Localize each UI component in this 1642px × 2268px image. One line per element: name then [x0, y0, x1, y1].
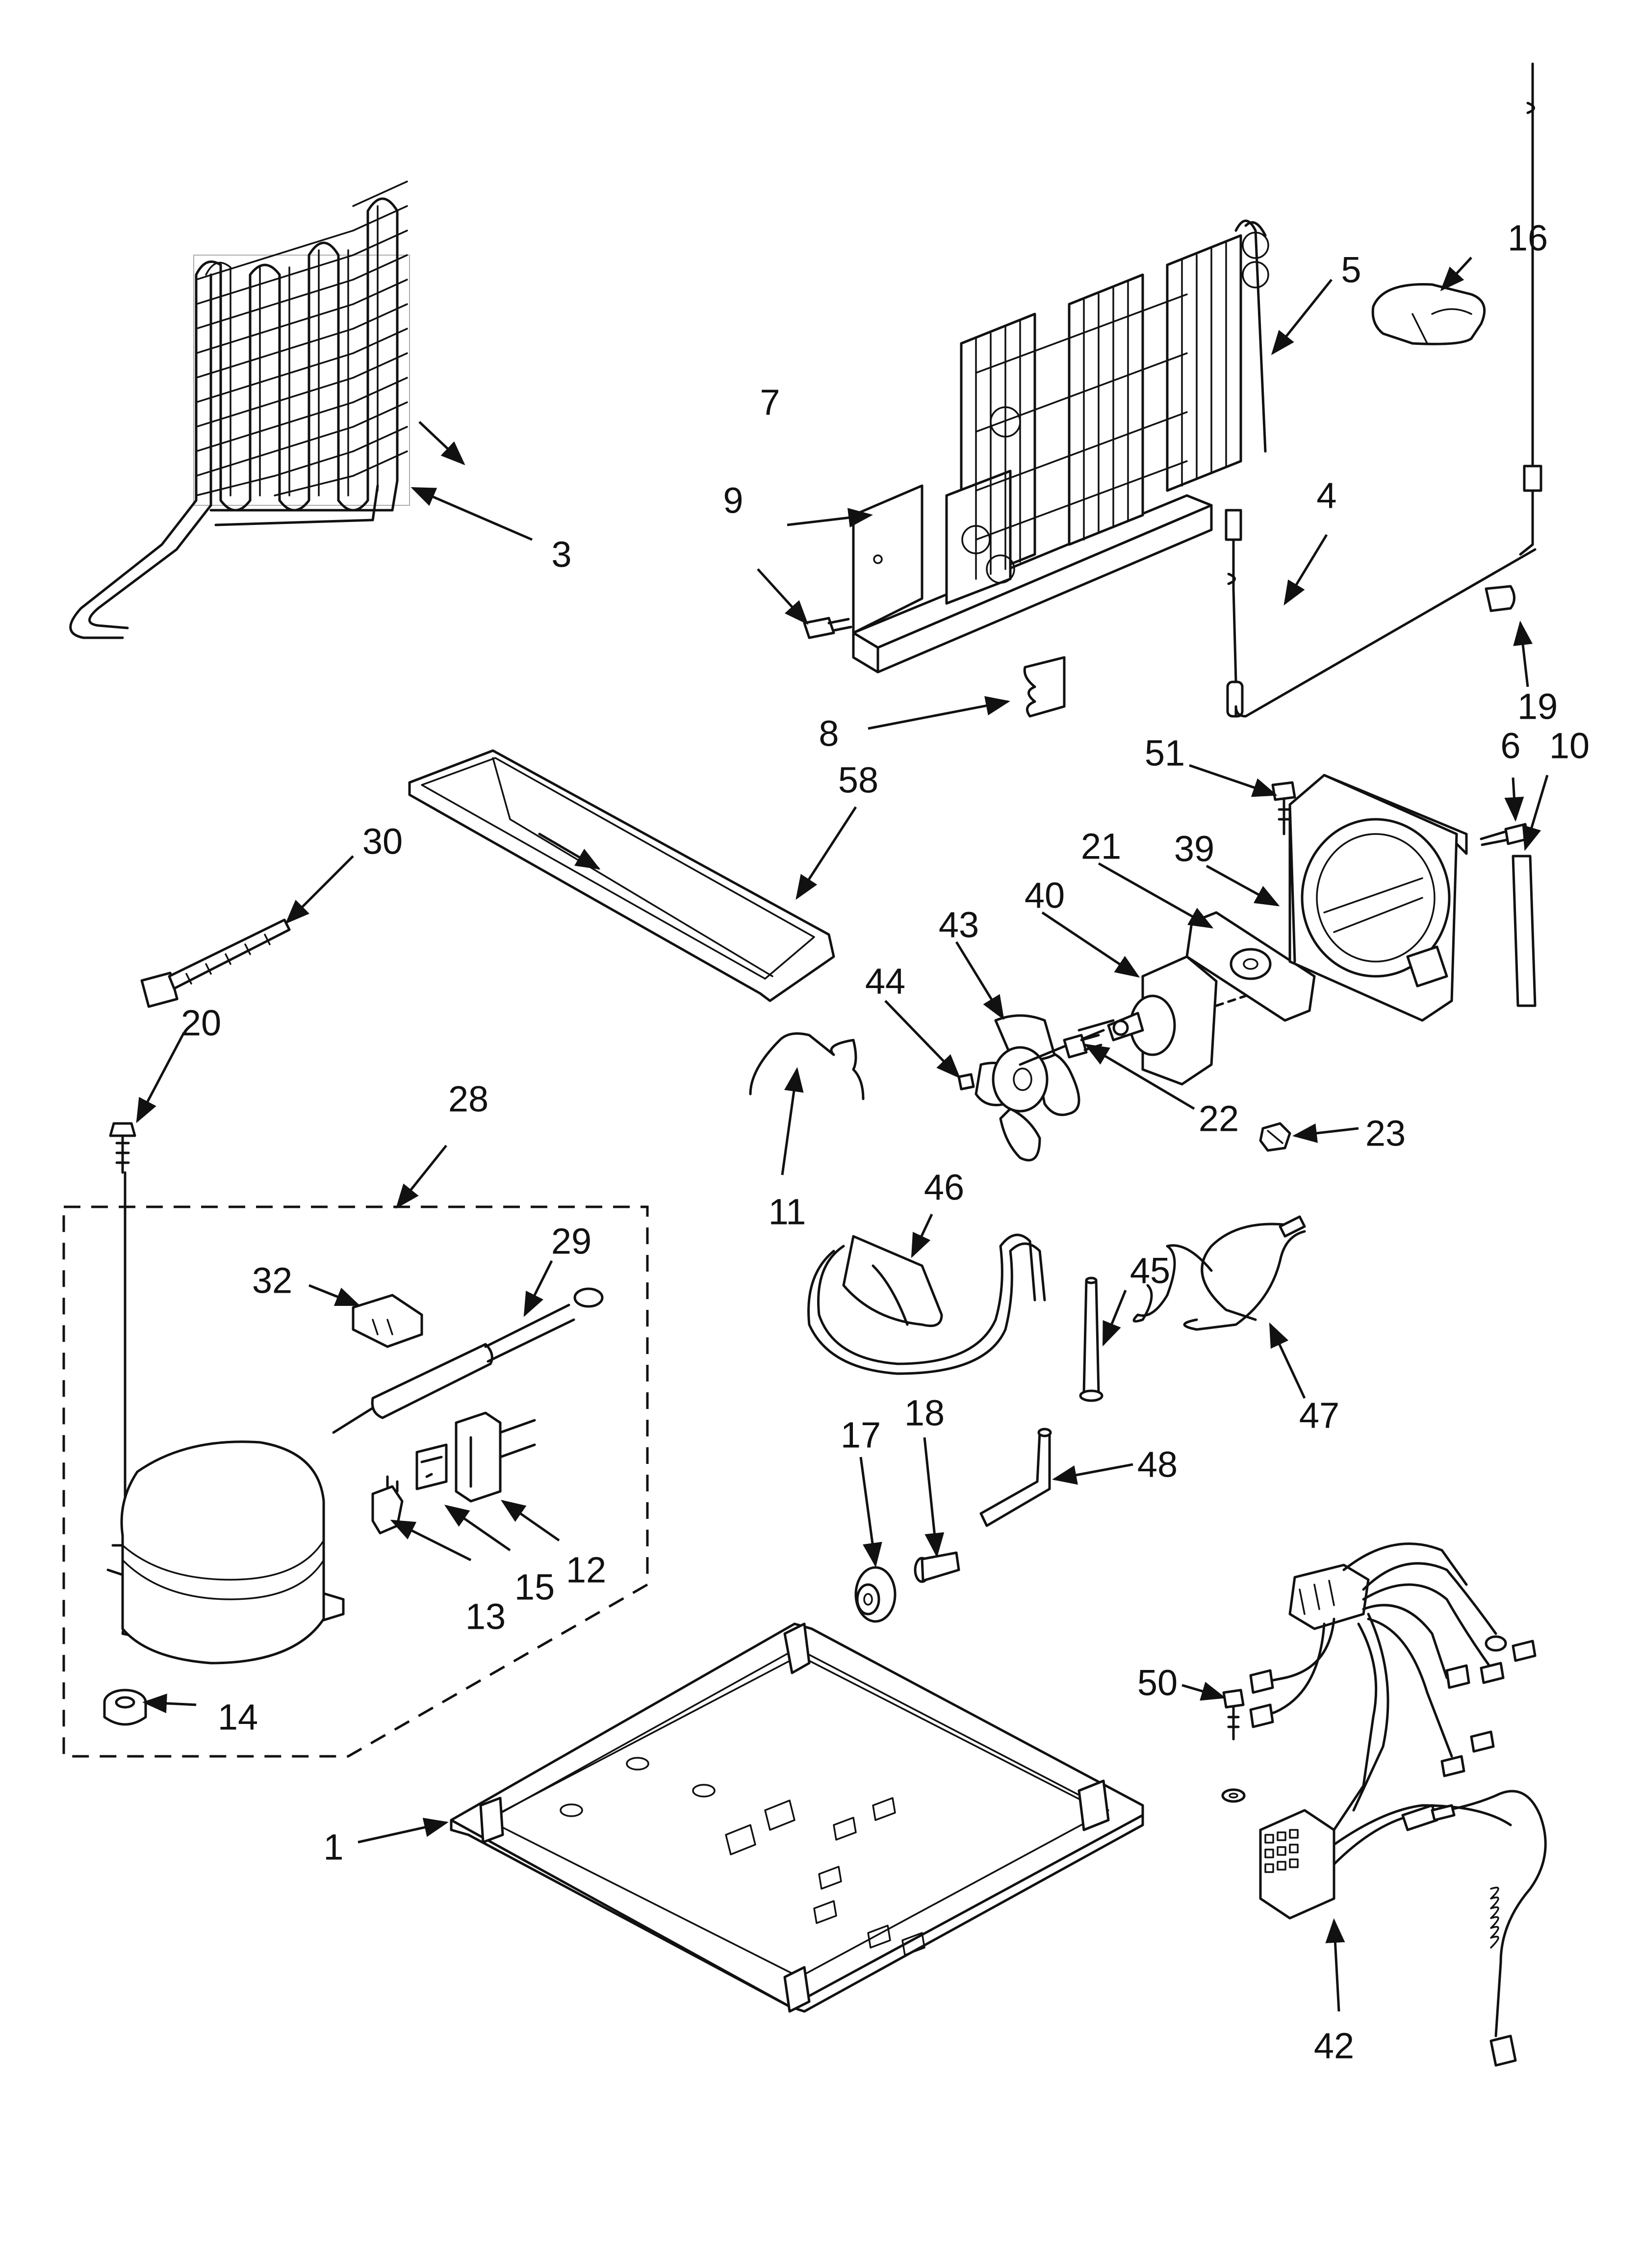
part-label-1: 1	[323, 1827, 343, 1868]
thermistor-4	[1225, 509, 1537, 718]
part-label-40: 40	[1025, 875, 1065, 916]
part-label-11: 11	[769, 1192, 806, 1232]
tube-48	[979, 1431, 1051, 1527]
leader-lines	[136, 257, 1549, 2012]
fan-motor-40	[1078, 955, 1218, 1086]
wire-harness-42	[1249, 1542, 1547, 2067]
motor-plate-21	[1185, 911, 1316, 1022]
evaporator	[852, 219, 1269, 674]
hose-47	[1132, 1215, 1306, 1331]
part-label-15: 15	[514, 1567, 555, 1608]
grommet-14	[103, 1689, 147, 1726]
drain-trough-58	[408, 749, 835, 1002]
part-label-44: 44	[865, 961, 905, 1002]
part-label-5: 5	[1341, 250, 1361, 290]
screw-20	[109, 1122, 136, 1174]
part-label-21: 21	[1081, 826, 1121, 867]
part-label-23: 23	[1365, 1113, 1406, 1154]
clip-8	[1023, 656, 1066, 718]
condenser-coil	[69, 181, 410, 639]
part-label-14: 14	[218, 1697, 258, 1738]
part-label-29: 29	[551, 1221, 591, 1262]
fan-blade-43	[975, 1014, 1105, 1162]
part-label-39: 39	[1174, 829, 1214, 869]
part-label-32: 32	[252, 1260, 292, 1301]
part-label-10: 10	[1549, 726, 1590, 766]
part-label-58: 58	[838, 760, 878, 801]
part-label-9: 9	[723, 480, 743, 521]
part-label-4: 4	[1316, 475, 1336, 516]
capacitor-29	[332, 1287, 604, 1434]
part-label-43: 43	[939, 905, 979, 945]
terminal-13	[371, 1485, 404, 1535]
part-number-labels: 1 3 4 5 6 7 8 9 10 11 12 13 14 15 16 17 …	[181, 218, 1590, 2066]
part-label-50: 50	[1137, 1663, 1178, 1703]
part-label-22: 22	[1199, 1098, 1239, 1139]
fan-clip-44	[957, 1073, 975, 1091]
part-label-16: 16	[1508, 218, 1548, 259]
overload-12	[455, 1411, 502, 1503]
sensor-wire-19	[1485, 62, 1542, 612]
gasket-strip-10	[1512, 855, 1537, 1007]
part-label-20: 20	[181, 1003, 221, 1043]
part-label-13: 13	[465, 1596, 506, 1637]
part-label-30: 30	[362, 821, 403, 862]
part-label-7: 7	[760, 382, 780, 423]
drain-hose-46	[807, 1233, 1046, 1375]
part-label-18: 18	[904, 1393, 945, 1434]
base-frame-1	[450, 1622, 1144, 2013]
part-label-28: 28	[448, 1079, 488, 1120]
roller-17	[854, 1566, 897, 1623]
compressor	[106, 1171, 345, 1665]
cap-16	[1371, 283, 1486, 345]
part-label-8: 8	[819, 713, 839, 754]
part-label-46: 46	[924, 1167, 964, 1208]
nut-23	[1259, 1122, 1291, 1152]
relay-15	[415, 1443, 448, 1490]
screw-22	[1063, 1034, 1103, 1059]
part-label-19: 19	[1517, 686, 1558, 727]
screw-9	[803, 617, 852, 639]
part-label-3: 3	[551, 534, 571, 575]
part-label-48: 48	[1137, 1444, 1178, 1485]
screw-6	[1480, 823, 1529, 846]
wire-spring-11	[749, 1032, 865, 1100]
fan-shroud-39	[1288, 774, 1468, 1022]
part-label-12: 12	[566, 1550, 606, 1590]
screw-50	[1221, 1689, 1246, 1803]
pin-45	[1079, 1277, 1103, 1402]
part-label-45: 45	[1130, 1251, 1170, 1291]
part-label-51: 51	[1145, 733, 1185, 774]
axle-18	[914, 1551, 960, 1583]
part-label-47: 47	[1299, 1395, 1339, 1436]
cable-tie-30	[140, 918, 291, 1008]
part-label-6: 6	[1500, 726, 1520, 766]
compressor-kit-boundary-28	[62, 1205, 649, 1758]
part-label-42: 42	[1314, 2026, 1354, 2066]
part-label-17: 17	[841, 1415, 881, 1456]
